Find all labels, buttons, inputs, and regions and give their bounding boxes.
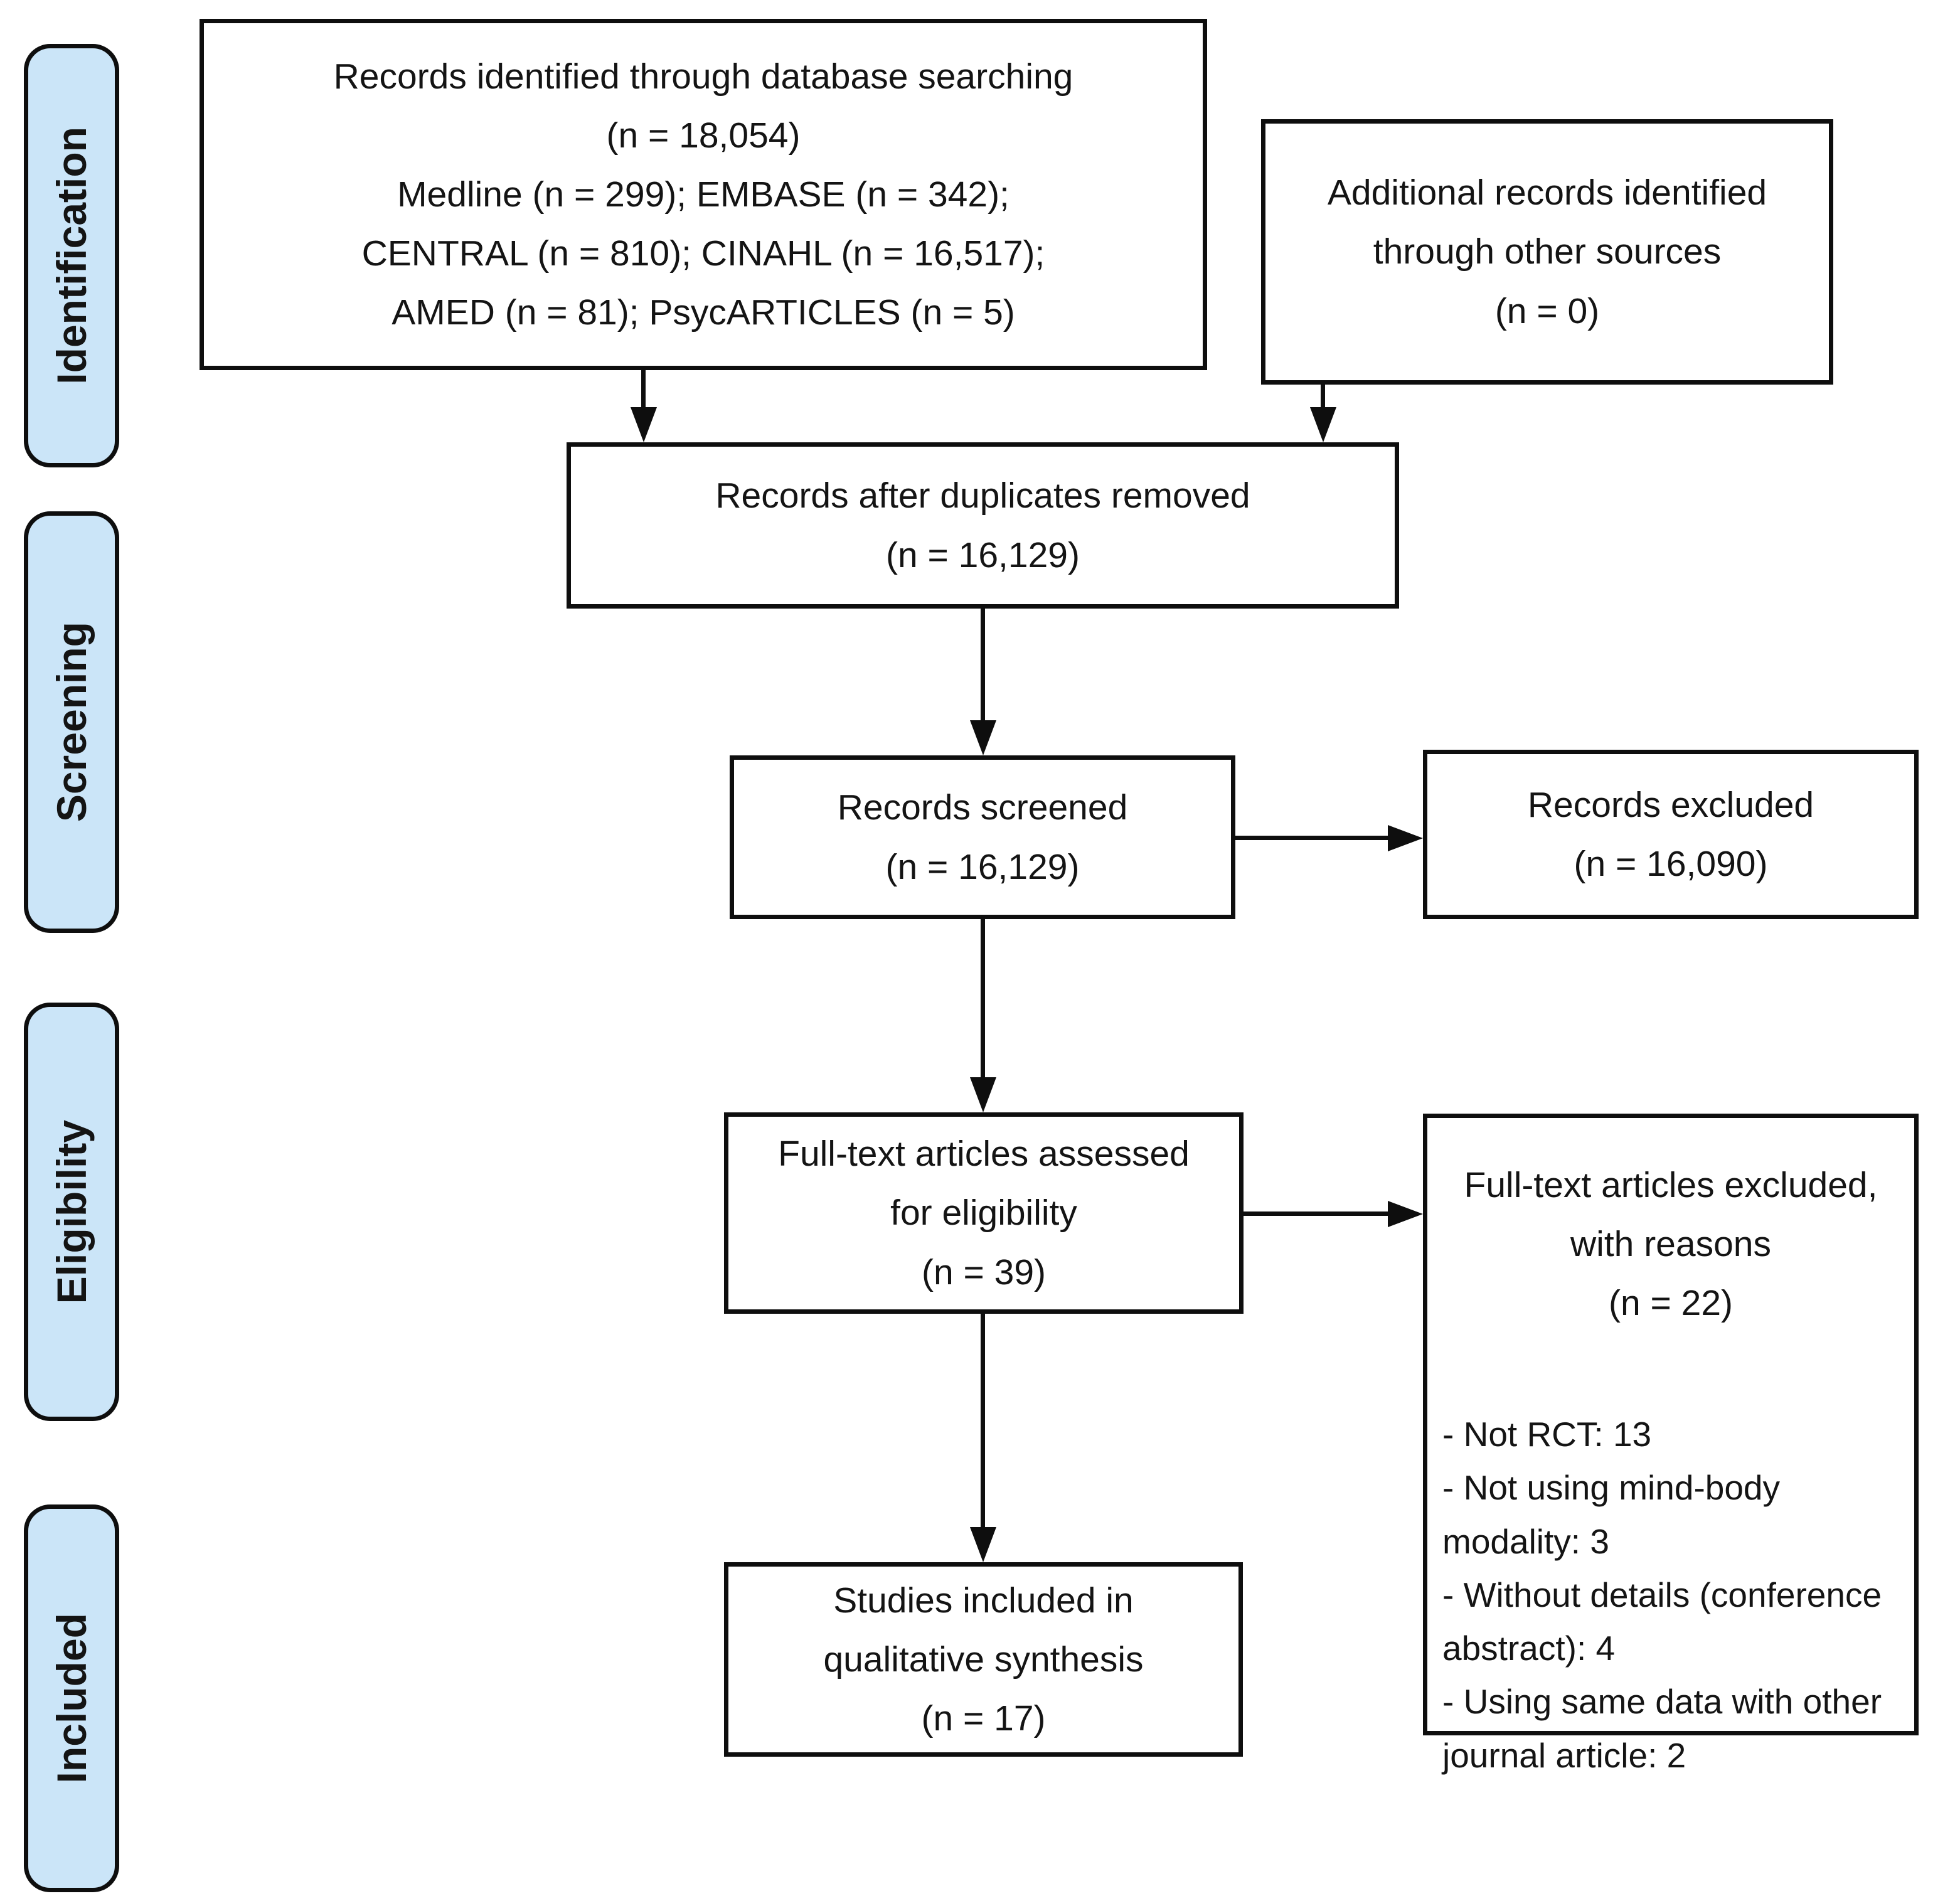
arrow-identified-to-deduplicated: [630, 370, 657, 442]
box-duplicates-removed-line: Records after duplicates removed: [715, 476, 1250, 516]
exclusion-reason-item: - Not using mind-body modality: 3: [1442, 1468, 1781, 1561]
exclusion-reason-item: - Without details (conference abstract):…: [1442, 1575, 1882, 1668]
box-additional-records-line: (n = 0): [1494, 290, 1600, 331]
arrow-fulltext-to-included: [969, 1314, 996, 1562]
box-records-screened-line: Records screened: [837, 787, 1128, 828]
box-fulltext-excluded-title-line: with reasons: [1570, 1224, 1771, 1265]
box-records-identified-line: AMED (n = 81); PsycARTICLES (n = 5): [391, 292, 1015, 333]
stage-eligibility: Eligibility: [24, 1003, 119, 1421]
arrow-deduplicated-to-screened: [969, 609, 996, 755]
box-records-excluded-line: (n = 16,090): [1574, 844, 1768, 884]
box-fulltext-assessed: Full-text articles assessed for eligibil…: [724, 1112, 1244, 1314]
box-duplicates-removed-line: (n = 16,129): [886, 535, 1080, 575]
box-records-identified-line: (n = 18,054): [606, 115, 801, 156]
box-fulltext-excluded-title: Full-text articles excluded, with reason…: [1464, 1156, 1878, 1333]
box-additional-records: Additional records identified through ot…: [1261, 119, 1833, 385]
stage-label-screening: Screening: [48, 622, 95, 823]
exclusion-reasons-list: - Not RCT: 13 - Not using mind-body moda…: [1427, 1408, 1914, 1782]
arrow-fulltext-to-fulltext-excluded: [1244, 1200, 1423, 1227]
box-records-excluded-line: Records excluded: [1527, 784, 1814, 825]
box-records-identified-line: CENTRAL (n = 810); CINAHL (n = 16,517);: [361, 233, 1045, 274]
box-records-excluded: Records excluded (n = 16,090): [1423, 750, 1919, 919]
stage-screening: Screening: [24, 511, 119, 933]
box-fulltext-excluded-title-line: Full-text articles excluded,: [1464, 1165, 1878, 1205]
box-studies-included-line: Studies included in: [833, 1580, 1134, 1621]
box-fulltext-excluded: Full-text articles excluded, with reason…: [1423, 1114, 1919, 1775]
box-fulltext-excluded-title-line: (n = 22): [1608, 1283, 1734, 1324]
box-duplicates-removed: Records after duplicates removed (n = 16…: [567, 442, 1399, 609]
box-records-screened-line: (n = 16,129): [885, 846, 1080, 887]
box-additional-records-line: Additional records identified: [1327, 173, 1767, 213]
box-fulltext-assessed-line: Full-text articles assessed: [778, 1134, 1190, 1174]
arrow-screened-to-fulltext: [969, 919, 996, 1112]
box-studies-included: Studies included in qualitative synthesi…: [724, 1562, 1243, 1757]
exclusion-reason-item: - Not RCT: 13: [1442, 1415, 1652, 1454]
arrow-additional-to-deduplicated: [1309, 385, 1336, 442]
box-studies-included-line: (n = 17): [921, 1698, 1046, 1739]
exclusion-reason-item: - Using same data with other journal art…: [1442, 1682, 1882, 1775]
box-fulltext-assessed-line: (n = 39): [921, 1252, 1047, 1292]
stage-included: Included: [24, 1504, 119, 1892]
box-fulltext-assessed-line: for eligibility: [890, 1193, 1077, 1233]
box-records-identified: Records identified through database sear…: [200, 19, 1207, 370]
stage-label-eligibility: Eligibility: [48, 1119, 95, 1304]
box-records-identified-line: Medline (n = 299); EMBASE (n = 342);: [397, 174, 1009, 215]
arrow-screened-to-excluded: [1235, 824, 1423, 851]
box-records-identified-line: Records identified through database sear…: [333, 56, 1073, 97]
box-additional-records-line: through other sources: [1373, 232, 1722, 272]
box-records-screened: Records screened (n = 16,129): [730, 755, 1235, 919]
stage-label-identification: Identification: [48, 127, 95, 385]
stage-label-included: Included: [48, 1613, 95, 1784]
box-studies-included-line: qualitative synthesis: [823, 1639, 1144, 1680]
stage-identification: Identification: [24, 44, 119, 467]
